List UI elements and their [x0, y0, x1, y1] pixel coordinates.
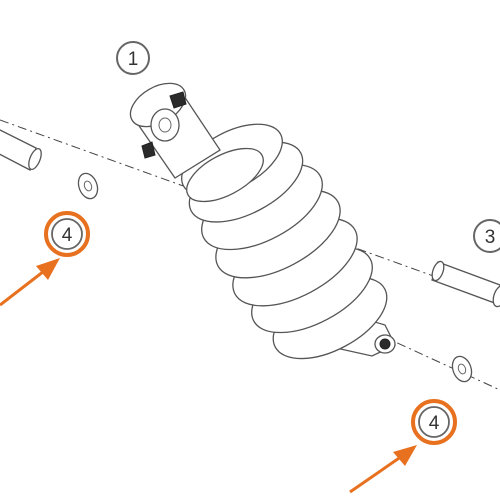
lower-washer: [451, 355, 473, 383]
callout-label-3: 3: [485, 227, 496, 248]
upper-mount-axis: [0, 119, 500, 301]
shock-absorber: [129, 82, 396, 360]
arrow-upper: [0, 258, 60, 307]
callout-label-4-lower: 4: [429, 413, 440, 434]
lower-mount-axis: [379, 334, 500, 391]
upper-washer: [77, 172, 99, 200]
callout-label-1: 1: [128, 49, 139, 70]
callout-label-4-upper: 4: [62, 225, 73, 246]
arrow-lower: [349, 445, 417, 494]
callout-washer-lower: 4: [411, 399, 457, 445]
callout-shock-absorber: 1: [116, 41, 150, 75]
left-spacer-sleeve: [0, 129, 42, 171]
preload-ring: [186, 147, 264, 203]
callout-bolt: 3: [473, 219, 500, 253]
bolt: [431, 260, 500, 308]
callout-washer-upper: 4: [44, 211, 90, 257]
